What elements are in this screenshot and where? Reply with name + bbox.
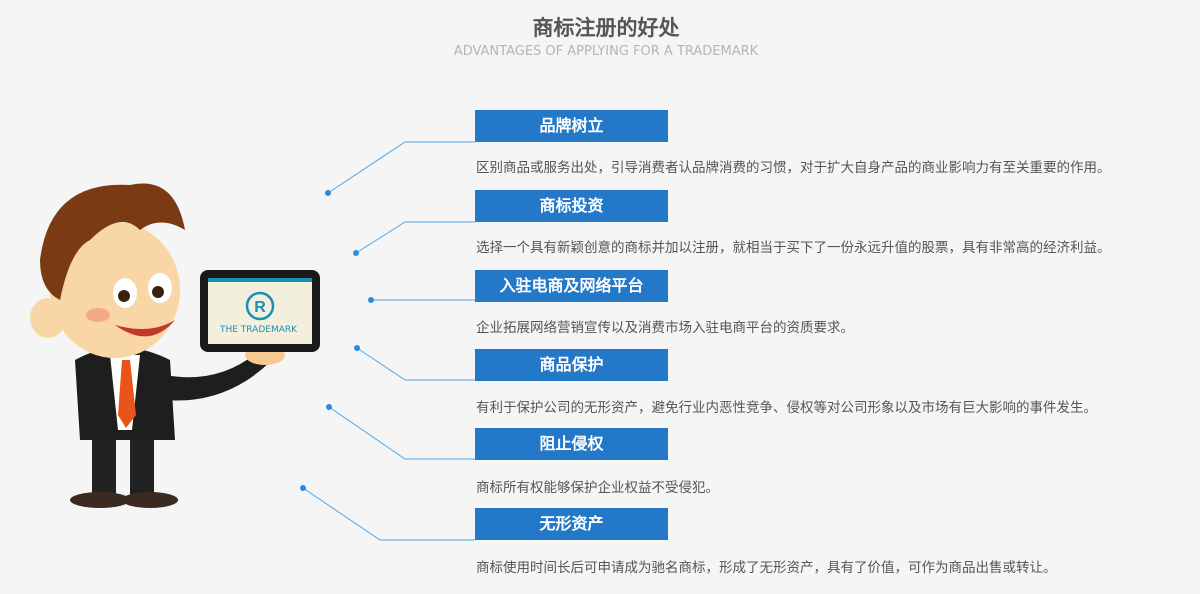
item-label-investment: 商标投资 [475, 190, 668, 222]
page-subtitle: ADVANTAGES OF APPLYING FOR A TRADEMARK [453, 44, 759, 59]
connector-dot [300, 485, 306, 491]
connector-dot [326, 404, 332, 410]
page-title: 商标注册的好处 [532, 16, 680, 40]
item-desc-investment: 选择一个具有新颖创意的商标并加以注册，就相当于买下了一份永远升值的股票，具有非常… [476, 240, 1111, 256]
connector-dot [354, 345, 360, 351]
tablet-icon: R [200, 270, 320, 352]
trademark-symbol: R [254, 299, 266, 316]
item-label-protection: 商品保护 [475, 349, 668, 381]
connector-line [327, 141, 475, 194]
item-label-intangible: 无形资产 [475, 508, 668, 540]
item-label-ecommerce: 入驻电商及网络平台 [475, 270, 668, 302]
connector-line [355, 221, 475, 254]
item-desc-ecommerce: 企业拓展网络营销宣传以及消费市场入驻电商平台的资质要求。 [476, 320, 854, 336]
connector-line [302, 487, 475, 541]
item-label-infringement: 阻止侵权 [475, 428, 668, 460]
item-desc-protection: 有利于保护公司的无形资产，避免行业内恶性竞争、侵权等对公司形象以及市场有巨大影响… [476, 400, 1097, 416]
item-desc-infringement: 商标所有权能够保护企业权益不受侵犯。 [476, 480, 719, 496]
mascot-illustration [30, 183, 285, 508]
connector-line [356, 347, 475, 381]
item-desc-brand: 区别商品或服务出处，引导消费者认品牌消费的习惯，对于扩大自身产品的商业影响力有至… [476, 160, 1111, 176]
item-label-brand: 品牌树立 [475, 110, 668, 142]
connector-dot [368, 297, 374, 303]
item-desc-intangible: 商标使用时间长后可申请成为驰名商标，形成了无形资产，具有了价值，可作为商品出售或… [476, 560, 1057, 576]
connector-dot [325, 190, 331, 196]
connector-line [328, 406, 475, 460]
connector-dot [353, 250, 359, 256]
tablet-logo-text: THE TRADEMARK [219, 325, 298, 335]
